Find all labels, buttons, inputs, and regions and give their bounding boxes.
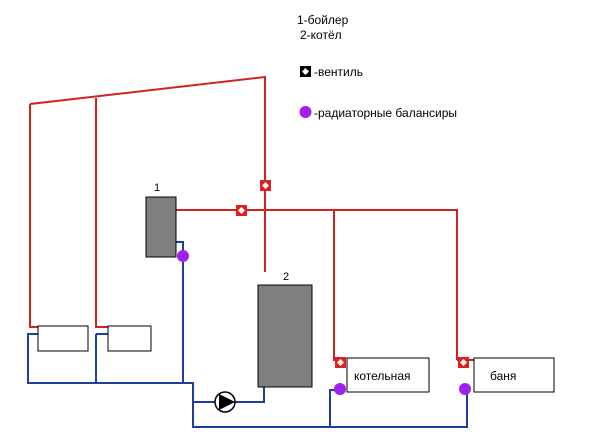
return-pipe-left <box>27 333 183 384</box>
supply-pipe-boiler-room <box>333 210 340 361</box>
bathhouse-label: баня <box>490 369 516 383</box>
boiler-room-box <box>346 357 430 393</box>
supply-pipe-radiator1 <box>29 104 38 328</box>
kettle-number: 2 <box>283 271 289 283</box>
boiler-room-label: котельная <box>354 369 410 383</box>
return-pipes <box>27 241 468 428</box>
supply-pipe-boiler <box>176 209 458 360</box>
valve-icon <box>236 205 247 216</box>
boiler-number: 1 <box>154 182 160 194</box>
radiator-2 <box>107 325 152 352</box>
legend-balancer-text: -радиаторные балансиры <box>314 106 457 120</box>
kettle-tank <box>257 284 313 388</box>
legend-valve-icon <box>300 66 311 77</box>
legend-kettle-text: 2-котёл <box>300 28 342 42</box>
supply-pipe-radiator2 <box>95 98 108 328</box>
return-pipe-boiler <box>176 241 194 402</box>
radiator-1 <box>37 325 89 352</box>
balancer-icon <box>459 383 471 395</box>
return-pipe-boiler-room <box>329 389 339 427</box>
boiler-tank <box>145 196 177 258</box>
supply-pipe-top <box>29 75 266 272</box>
pump-icon <box>214 391 236 413</box>
legend-balancer-icon <box>299 106 312 118</box>
valve-icon <box>260 180 271 191</box>
valve-icon <box>458 357 469 368</box>
bathhouse-box <box>473 357 555 393</box>
balancer-icon <box>334 383 346 395</box>
valve-icon <box>335 357 346 368</box>
legend-valve-text: -вентиль <box>314 65 363 79</box>
balancer-icon <box>177 250 189 262</box>
legend-boiler-text: 1-бойлер <box>297 13 349 27</box>
